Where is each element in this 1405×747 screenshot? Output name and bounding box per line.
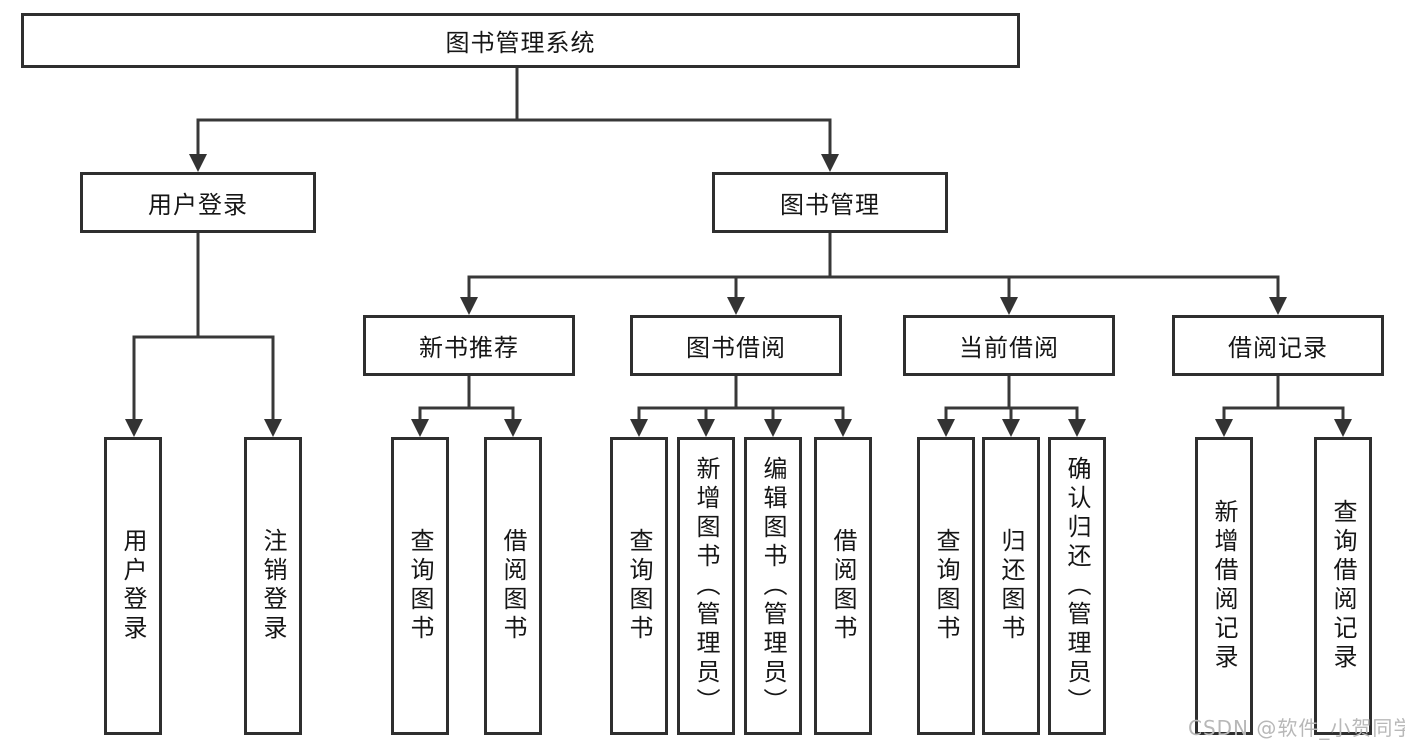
arrow-down-icon (630, 419, 648, 437)
arrow-down-icon (460, 297, 478, 315)
arrow-down-icon (1000, 297, 1018, 315)
arrow-down-icon (189, 154, 207, 172)
leaf-borrow-borrow-books: 借阅图书 (814, 437, 872, 735)
leaf-borrow-edit-books-admin: 编辑图书（管理员） (744, 437, 802, 735)
arrow-down-icon (764, 419, 782, 437)
connector-book-borrow-to-leaves (630, 376, 852, 437)
leaf-user-login: 用户登录 (104, 437, 162, 735)
arrow-down-icon (834, 419, 852, 437)
node-root-system: 图书管理系统 (21, 13, 1020, 68)
connector-current-borrow-to-leaves (937, 376, 1086, 437)
arrow-down-icon (727, 297, 745, 315)
node-current-borrow: 当前借阅 (903, 315, 1115, 376)
arrow-down-icon (1002, 419, 1020, 437)
node-borrow-records: 借阅记录 (1172, 315, 1384, 376)
arrow-down-icon (411, 419, 429, 437)
node-book-management-branch: 图书管理 (712, 172, 948, 233)
leaf-borrow-add-books-admin: 新增图书（管理员） (677, 437, 735, 735)
arrow-down-icon (1215, 419, 1233, 437)
arrow-down-icon (821, 154, 839, 172)
arrow-down-icon (125, 419, 143, 437)
arrow-down-icon (264, 419, 282, 437)
node-user-login-branch: 用户登录 (80, 172, 316, 233)
arrow-down-icon (504, 419, 522, 437)
leaf-borrow-query-books: 查询图书 (610, 437, 668, 735)
leaf-logout: 注销登录 (244, 437, 302, 735)
connector-root-to-branches (189, 68, 839, 172)
arrow-down-icon (1269, 297, 1287, 315)
node-new-book-recommend: 新书推荐 (363, 315, 575, 376)
arrow-down-icon (1068, 419, 1086, 437)
connector-book-mgmt-to-modules (460, 233, 1287, 315)
connector-borrow-records-to-leaves (1215, 376, 1352, 437)
leaf-current-query-books: 查询图书 (917, 437, 975, 735)
leaf-records-query-record: 查询借阅记录 (1314, 437, 1372, 735)
arrow-down-icon (937, 419, 955, 437)
leaf-newbook-query-books: 查询图书 (391, 437, 449, 735)
leaf-records-add-record: 新增借阅记录 (1195, 437, 1253, 735)
connector-new-book-to-leaves (411, 376, 522, 437)
leaf-current-return-books: 归还图书 (982, 437, 1040, 735)
arrow-down-icon (697, 419, 715, 437)
csdn-watermark: CSDN @软件_小贺同学 (1188, 716, 1405, 740)
arrow-down-icon (1334, 419, 1352, 437)
leaf-current-confirm-return-admin: 确认归还（管理员） (1048, 437, 1106, 735)
connector-user-login-to-leaves (125, 233, 282, 437)
node-book-borrow: 图书借阅 (630, 315, 842, 376)
leaf-newbook-borrow-books: 借阅图书 (484, 437, 542, 735)
